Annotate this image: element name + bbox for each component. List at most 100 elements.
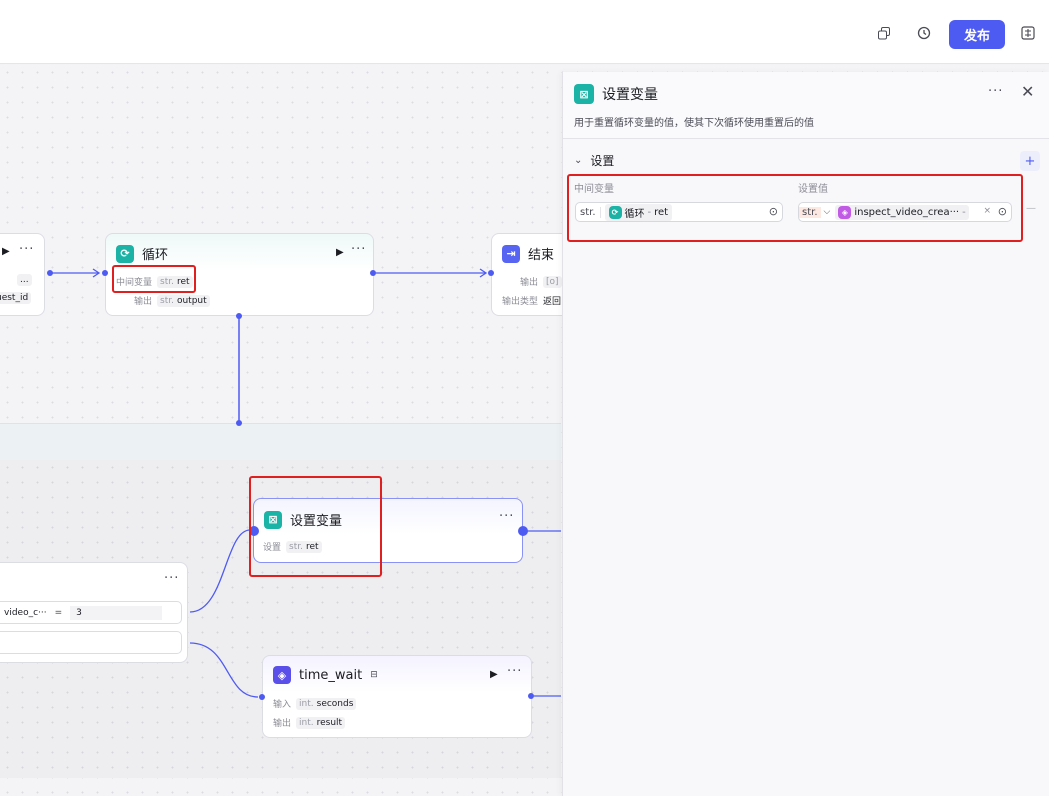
- top-toolbar: 发布: [0, 0, 1049, 64]
- setvar-node-title: 设置变量: [290, 514, 343, 529]
- value-chip: ◈ inspect_video_crea··· -: [835, 204, 969, 220]
- partial-node[interactable]: ▶ ··· ... uest_id: [0, 233, 45, 316]
- condition-var: video_c···: [4, 607, 47, 618]
- end-output-type-label: 输出类型: [502, 297, 539, 307]
- more-icon[interactable]: ···: [351, 242, 367, 257]
- var-name: ret: [654, 206, 669, 218]
- intermediate-row: 中间变量 str.ret: [116, 275, 193, 288]
- output-tag: str.output: [157, 294, 210, 307]
- target-icon[interactable]: ⊙: [997, 205, 1007, 218]
- time-wait-node[interactable]: ◈ time_wait ⊟ ▶ ··· 输入 int.seconds 输出 in…: [262, 655, 532, 738]
- run-icon[interactable]: ▶: [336, 247, 344, 258]
- intermediate-label: 中间变量: [116, 278, 153, 288]
- time-wait-title: time_wait: [299, 667, 363, 683]
- highlight-box: [249, 476, 382, 577]
- loop-node-title: 循环: [142, 248, 169, 263]
- value-extra: -: [962, 206, 966, 218]
- loop-icon: ⟳: [608, 205, 622, 219]
- set-row: 设置 str.ret: [263, 540, 322, 553]
- else-row[interactable]: [0, 631, 182, 654]
- output-port[interactable]: [528, 693, 534, 699]
- setvar-node[interactable]: ⊠ 设置变量 ··· 设置 str.ret: [253, 498, 523, 563]
- dots-tag: ...: [17, 274, 32, 286]
- chevron-down-icon[interactable]: ⌵: [823, 207, 831, 217]
- loop-node-header: ⟳ 循环: [116, 244, 168, 263]
- section-title: 设置: [590, 154, 615, 168]
- exit-icon: ⇥: [502, 244, 520, 263]
- end-output-label: 输出: [520, 278, 539, 288]
- time-wait-header: ◈ time_wait ⊟: [273, 666, 378, 684]
- end-output-tag: [o]: [543, 275, 562, 288]
- plugin-icon: ◈: [838, 205, 852, 219]
- loop-body-port[interactable]: [236, 313, 242, 319]
- more-icon[interactable]: ···: [507, 664, 523, 679]
- target-icon[interactable]: ⊙: [768, 205, 778, 218]
- var-chip: ⟳ 循环 - ret: [604, 203, 673, 221]
- end-output-row: 输出 [o]: [520, 275, 562, 288]
- output-port[interactable]: [518, 526, 528, 536]
- tw-input-label: 输入: [273, 700, 292, 710]
- condition-value: 3: [70, 605, 163, 620]
- intermediate-tag: str.ret: [157, 275, 193, 288]
- output-port[interactable]: [370, 270, 376, 276]
- value-text: inspect_video_crea···: [854, 206, 960, 218]
- loop-node[interactable]: ⟳ 循环 ▶ ··· 中间变量 str.ret 输出 str.output: [105, 233, 374, 316]
- close-icon[interactable]: ✕: [1021, 82, 1035, 101]
- clear-icon[interactable]: ×: [983, 206, 991, 216]
- set-label: 设置: [263, 543, 282, 553]
- run-icon[interactable]: ▶: [490, 669, 498, 680]
- loop-icon: ⟳: [116, 244, 134, 263]
- input-port[interactable]: [259, 694, 265, 700]
- section-header[interactable]: ⌄ 设置: [574, 152, 614, 169]
- chevron-down-icon[interactable]: ⌄: [574, 155, 583, 166]
- col-intermediate-label: 中间变量: [574, 184, 614, 195]
- param-tag: uest_id: [0, 292, 32, 304]
- remove-icon[interactable]: —: [1026, 203, 1036, 214]
- var-separator: -: [647, 206, 652, 218]
- more-icon[interactable]: ···: [19, 242, 35, 257]
- tw-output-tag: int.result: [296, 716, 346, 729]
- tw-output-row: 输出 int.result: [273, 716, 346, 729]
- more-icon[interactable]: ···: [988, 84, 1004, 99]
- output-port[interactable]: [47, 270, 53, 276]
- input-port[interactable]: [488, 270, 494, 276]
- plugin-badge-icon: ⊟: [370, 670, 378, 680]
- setvar-icon: ⊠: [264, 510, 282, 529]
- add-button[interactable]: +: [1020, 151, 1040, 171]
- type-label: str.: [576, 206, 601, 218]
- more-icon[interactable]: ···: [499, 509, 515, 524]
- end-node-title: 结束: [528, 248, 555, 263]
- setvar-node-header: ⊠ 设置变量: [264, 510, 342, 529]
- input-port[interactable]: [249, 526, 259, 536]
- preview-icon[interactable]: [1019, 24, 1037, 42]
- value-selector[interactable]: str. ⌵ ◈ inspect_video_crea··· - × ⊙: [798, 202, 1012, 222]
- output-row: 输出 str.output: [134, 294, 210, 307]
- loop-band-port[interactable]: [236, 420, 242, 426]
- set-tag: str.ret: [286, 540, 322, 553]
- setvar-icon: ⊠: [574, 84, 594, 104]
- condition-node[interactable]: ··· video_c··· = 3: [0, 562, 188, 663]
- highlight-box: [112, 265, 196, 293]
- panel-header: ⊠ 设置变量 ··· ✕ 用于重置循环变量的值，使其下次循环使用重置后的值: [563, 72, 1049, 139]
- condition-row[interactable]: video_c··· = 3: [0, 601, 182, 624]
- intermediate-var-selector[interactable]: str. ⟳ 循环 - ret ⊙: [575, 202, 783, 222]
- panel-title: 设置变量: [602, 87, 658, 103]
- publish-button[interactable]: 发布: [949, 20, 1005, 49]
- panel-title-row: ⊠ 设置变量: [574, 84, 658, 104]
- panel-description: 用于重置循环变量的值，使其下次循环使用重置后的值: [574, 118, 814, 129]
- end-output-type-row: 输出类型 返回: [502, 294, 561, 307]
- more-icon[interactable]: ···: [164, 571, 180, 586]
- input-port[interactable]: [102, 270, 108, 276]
- condition-operator: =: [54, 607, 63, 618]
- tw-output-label: 输出: [273, 719, 292, 729]
- run-icon[interactable]: ▶: [2, 246, 10, 257]
- history-icon[interactable]: [915, 24, 933, 42]
- output-label: 输出: [134, 297, 153, 307]
- tw-input-tag: int.seconds: [296, 697, 357, 710]
- col-value-label: 设置值: [798, 184, 828, 195]
- end-output-type-value: 返回: [543, 297, 562, 307]
- node-config-panel: ⊠ 设置变量 ··· ✕ 用于重置循环变量的值，使其下次循环使用重置后的值 ⌄ …: [562, 72, 1049, 796]
- var-node: 循环: [624, 208, 645, 220]
- copy-icon[interactable]: [875, 24, 893, 42]
